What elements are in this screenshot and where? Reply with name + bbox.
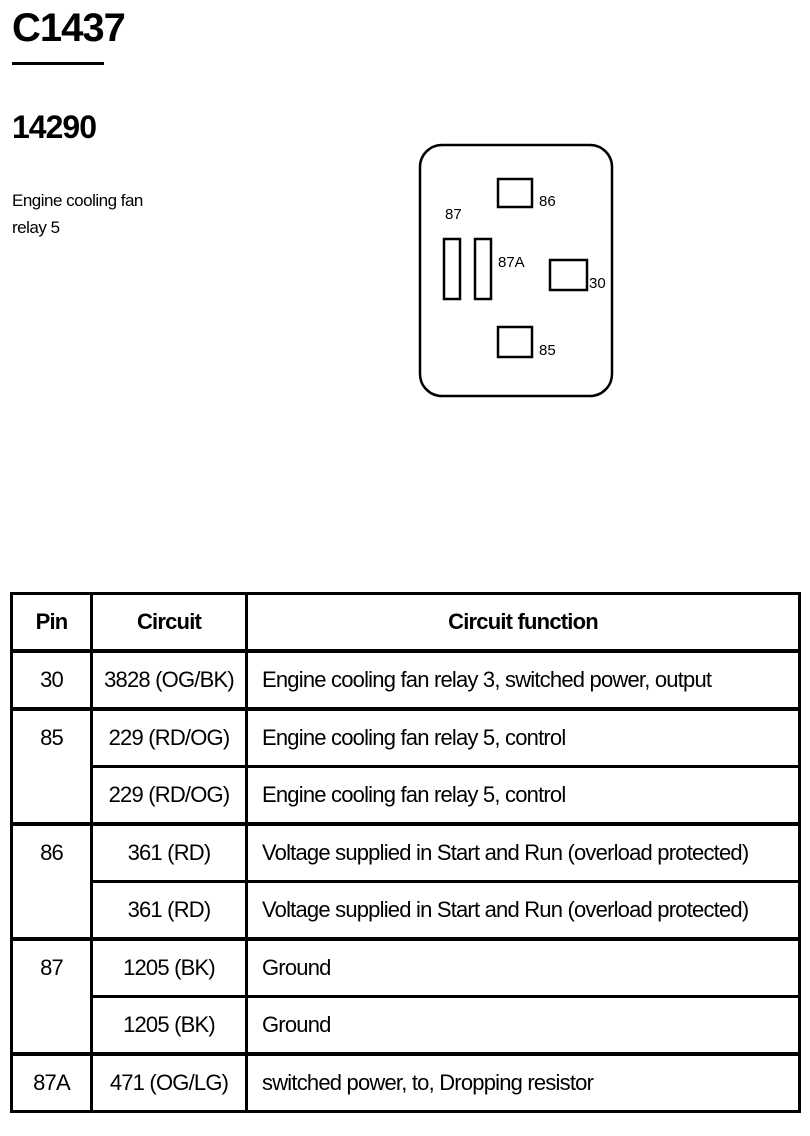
- connector-face-diagram: 86 87 87A 30 85: [418, 143, 614, 398]
- pin-label-86: 86: [539, 193, 556, 210]
- circuit-cell: 361 (RD): [90, 880, 248, 941]
- table-row: 85 229 (RD/OG) Engine cooling fan relay …: [10, 707, 801, 826]
- pin-circuit-table: Pin Circuit Circuit function 30 3828 (OG…: [10, 592, 801, 1113]
- pin-cell: 85: [10, 707, 93, 826]
- circuit-cell: 361 (RD): [90, 822, 248, 883]
- header-circuit-function: Circuit function: [245, 592, 801, 653]
- function-cell: Engine cooling fan relay 5, control: [245, 765, 801, 826]
- part-number: 14290: [12, 109, 97, 145]
- pin-cell: 86: [10, 822, 93, 941]
- circuit-cell: 471 (OG/LG): [90, 1052, 248, 1113]
- pin-label-30: 30: [589, 275, 606, 292]
- function-cell: Voltage supplied in Start and Run (overl…: [245, 822, 801, 883]
- description-line-2: relay 5: [12, 218, 60, 237]
- pin-label-87a: 87A: [498, 254, 525, 271]
- table-row: 1205 (BK) Ground: [12, 995, 801, 1056]
- table-row: 87A 471 (OG/LG) switched power, to, Drop…: [10, 1052, 801, 1113]
- function-cell: Engine cooling fan relay 5, control: [245, 707, 801, 768]
- pin-cell: 87: [10, 937, 93, 1056]
- description-line-1: Engine cooling fan: [12, 191, 143, 210]
- table-row: 361 (RD) Voltage supplied in Start and R…: [12, 880, 801, 941]
- circuit-cell: 1205 (BK): [90, 937, 248, 998]
- terminal-87: [442, 237, 462, 301]
- function-cell: Ground: [245, 995, 801, 1056]
- circuit-cell: 1205 (BK): [90, 995, 248, 1056]
- terminal-30: [548, 258, 589, 292]
- connector-description: Engine cooling fan relay 5: [12, 187, 172, 241]
- table-row: 229 (RD/OG) Engine cooling fan relay 5, …: [12, 765, 801, 826]
- function-cell: Voltage supplied in Start and Run (overl…: [245, 880, 801, 941]
- function-cell: switched power, to, Dropping resistor: [245, 1052, 801, 1113]
- terminal-85: [496, 325, 534, 359]
- circuit-cell: 3828 (OG/BK): [90, 649, 248, 711]
- connector-id: C1437: [12, 6, 126, 50]
- pin-label-85: 85: [539, 342, 556, 359]
- header-circuit: Circuit: [90, 592, 248, 653]
- title-underline: [12, 62, 104, 65]
- connector-housing-outline: [418, 143, 614, 398]
- function-cell: Ground: [245, 937, 801, 998]
- terminal-86: [496, 177, 534, 209]
- pin-label-87: 87: [445, 206, 462, 223]
- circuit-cell: 229 (RD/OG): [90, 765, 248, 826]
- table-row: 30 3828 (OG/BK) Engine cooling fan relay…: [10, 649, 801, 711]
- table-row: 86 361 (RD) Voltage supplied in Start an…: [10, 822, 801, 941]
- table-header-row: Pin Circuit Circuit function: [10, 592, 801, 653]
- pin-cell: 30: [10, 649, 93, 711]
- function-cell: Engine cooling fan relay 3, switched pow…: [245, 649, 801, 711]
- header-pin: Pin: [10, 592, 93, 653]
- table-row: 87 1205 (BK) Ground: [10, 937, 801, 1056]
- circuit-cell: 229 (RD/OG): [90, 707, 248, 768]
- terminal-87a: [473, 237, 493, 301]
- pin-cell: 87A: [10, 1052, 93, 1113]
